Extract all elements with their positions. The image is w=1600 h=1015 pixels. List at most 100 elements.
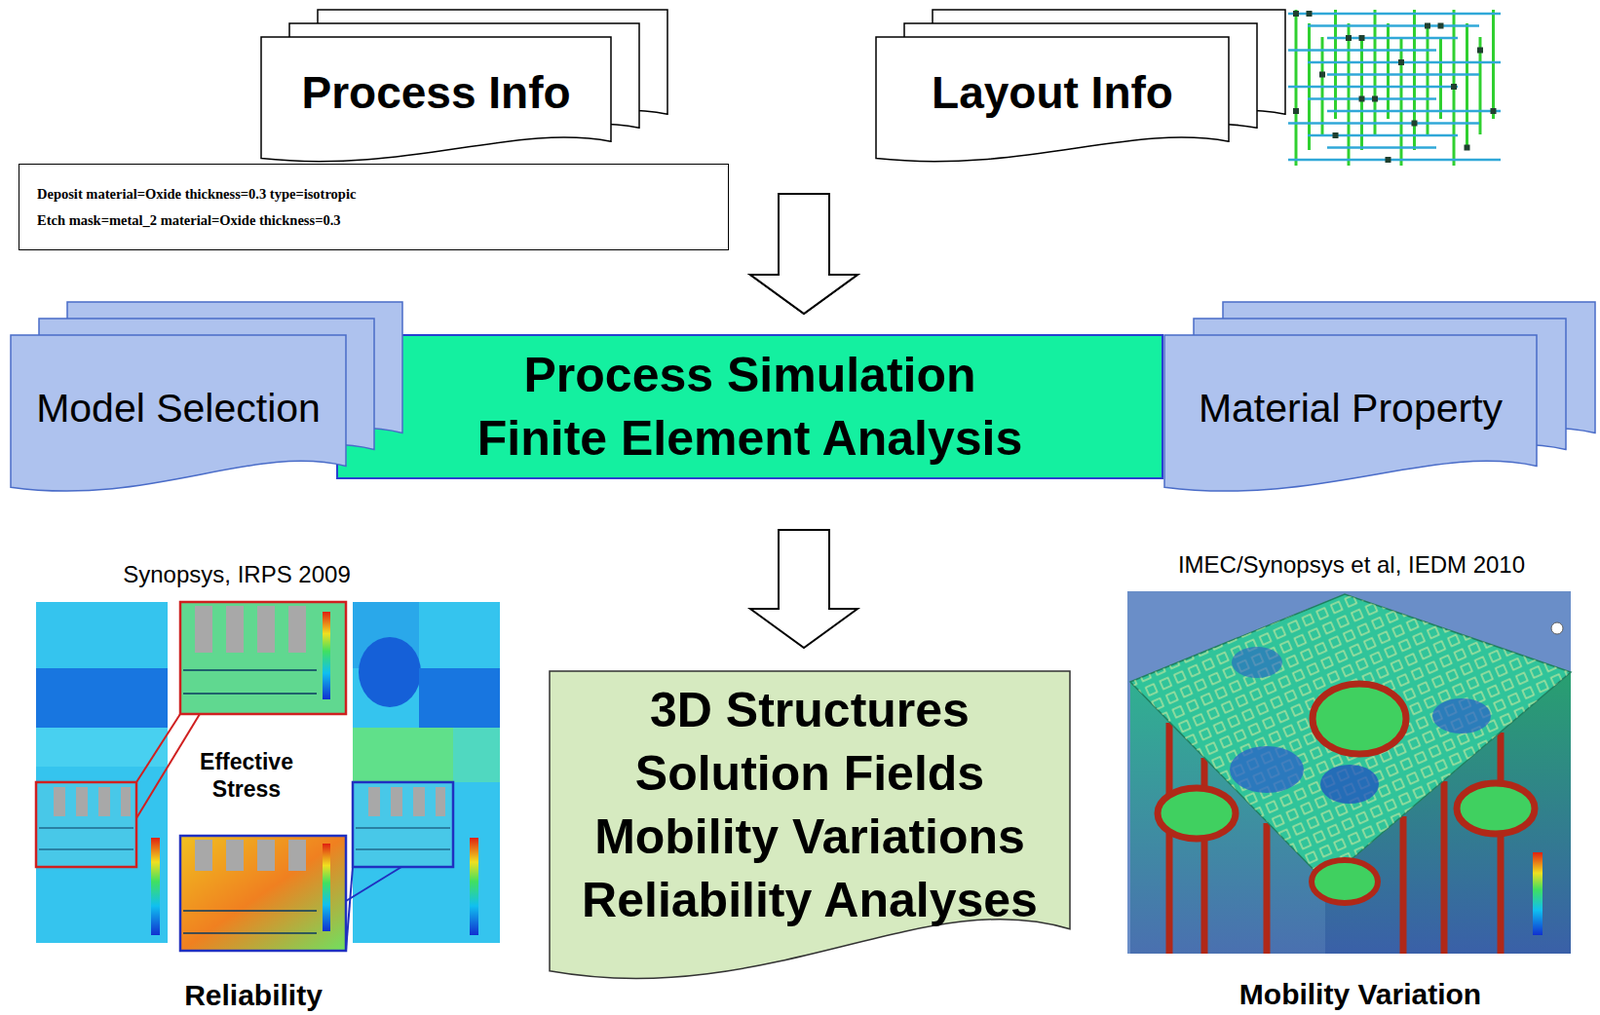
stress-simulation-image-part (453, 727, 500, 783)
material-document: Material Property (1163, 301, 1597, 500)
callout-label: Effective Stress (188, 748, 305, 803)
document-sheet (10, 335, 346, 492)
layout-wire (1288, 121, 1480, 125)
node-text: Layout Info (931, 66, 1174, 120)
layout-via (1398, 59, 1405, 66)
layout-wire (1347, 23, 1351, 166)
stress-simulation-image-part-part (194, 839, 213, 872)
layout-wire (1327, 146, 1437, 150)
stress-simulation-image-part (355, 828, 451, 850)
layout-via (1477, 47, 1484, 54)
mobility-simulation-image-part-part (1166, 723, 1174, 954)
stress-simulation-image-part-part (183, 910, 317, 913)
stress-simulation-image-part (53, 787, 131, 817)
stress-simulation-image-part-part (136, 714, 181, 783)
layout-via (1385, 156, 1392, 163)
stress-simulation-image-part-part (226, 606, 244, 653)
stress-simulation-image-part-part (194, 606, 213, 653)
stress-simulation-image-part (419, 668, 500, 728)
stress-simulation-image-part-part (136, 714, 200, 819)
text-area: Process SimulationFinite Element Analysi… (338, 336, 1162, 478)
stress-simulation-image-part (194, 606, 306, 653)
layout-wire (1426, 23, 1430, 135)
stress-simulation-image-part (180, 836, 346, 952)
stress-simulation-image-part-part (288, 839, 306, 872)
layout-wire (1360, 37, 1364, 151)
simulation-band: Process SimulationFinite Element Analysi… (336, 334, 1164, 480)
stress-simulation-image-part-part (355, 848, 451, 850)
mobility-simulation-image-part (1229, 746, 1304, 794)
text-area: 3D StructuresSolution FieldsMobility Var… (548, 678, 1071, 934)
stress-simulation-image-part (36, 602, 168, 944)
layout-via (1464, 145, 1471, 152)
stress-simulation-image-part (322, 611, 331, 700)
stress-simulation-image-part-part (355, 827, 451, 829)
stress-simulation-image-part-part (435, 787, 446, 817)
layout-wire (1327, 110, 1501, 114)
input-document: Process Info (260, 8, 669, 169)
layout-wire (1327, 73, 1480, 77)
node-text: Etch mask=metal_2 material=Oxide thickne… (37, 207, 342, 234)
document-sheet (876, 37, 1229, 162)
stress-simulation-image-part (368, 787, 446, 817)
layout-via (1293, 10, 1299, 17)
layout-wire (1400, 37, 1404, 166)
layout-via (1359, 96, 1366, 103)
layout-via (1411, 120, 1418, 127)
text-area: Layout Info (875, 36, 1230, 151)
stress-simulation-image-part-part (226, 839, 244, 872)
layout-via (1438, 23, 1445, 30)
layout-wire (1288, 48, 1437, 52)
layout-wire (1439, 37, 1443, 119)
document-sheet (261, 37, 611, 162)
layout-wire (1288, 85, 1458, 89)
mobility-simulation-image-part (1551, 622, 1563, 635)
layout-wire (1288, 158, 1501, 162)
stress-simulation-image-part (194, 839, 306, 872)
mobility-simulation-image-part (1456, 783, 1535, 835)
stress-simulation-image-part-part (53, 787, 66, 817)
stress-simulation-image-part-part (257, 606, 275, 653)
layout-via (1490, 108, 1497, 115)
layout-wire (1412, 9, 1416, 151)
document-sheet (549, 671, 1070, 980)
layout-via (1333, 132, 1339, 139)
stress-simulation-image-part (151, 838, 160, 936)
layout-wire (1465, 23, 1469, 151)
layout-via (1424, 23, 1431, 30)
stress-simulation-image-part (136, 714, 200, 819)
mobility-simulation-image-part (1432, 698, 1491, 734)
stress-simulation-image-part-part (183, 669, 317, 672)
stress-simulation-image-part (36, 727, 168, 767)
figure-caption: Reliability (126, 978, 381, 1014)
stress-simulation-image-part (183, 911, 317, 934)
stress-simulation-image-part-part (98, 787, 111, 817)
mobility-simulation-image-part (1320, 764, 1379, 804)
layout-via (1319, 72, 1326, 78)
node-text: Material Property (1198, 384, 1503, 433)
layout-wire (1288, 12, 1501, 16)
stress-simulation-image-part-part (257, 839, 275, 872)
layout-wire (1373, 9, 1377, 135)
block-arrow (750, 530, 858, 648)
layout-wire (1491, 9, 1495, 119)
stress-simulation-image-part (352, 782, 454, 868)
figure-caption: Mobility Variation (1184, 977, 1536, 1013)
layout-wire (1307, 24, 1480, 28)
stress-simulation-image-part-part (345, 867, 402, 902)
node-text: Deposit material=Oxide thickness=0.3 typ… (37, 181, 356, 208)
stress-simulation-image-part-part (390, 787, 403, 817)
stress-simulation-image-part (36, 668, 168, 728)
stress-simulation-image-part-part (183, 932, 317, 935)
node-text: Solution Fields (635, 742, 985, 806)
layout-via (1306, 10, 1313, 17)
mobility-simulation-image-part (1311, 860, 1378, 904)
source-citation: IMEC/Synopsys et al, IEDM 2010 (1127, 550, 1576, 579)
block-arrow (750, 193, 858, 314)
stress-simulation-image-part-part (183, 692, 317, 695)
node-text: Mobility Variations (594, 805, 1026, 870)
input-document: Layout Info (875, 8, 1287, 169)
stress-simulation-image-part-part (345, 867, 353, 952)
stress-simulation-image-part (352, 727, 454, 783)
stress-simulation-image-part (183, 670, 317, 694)
